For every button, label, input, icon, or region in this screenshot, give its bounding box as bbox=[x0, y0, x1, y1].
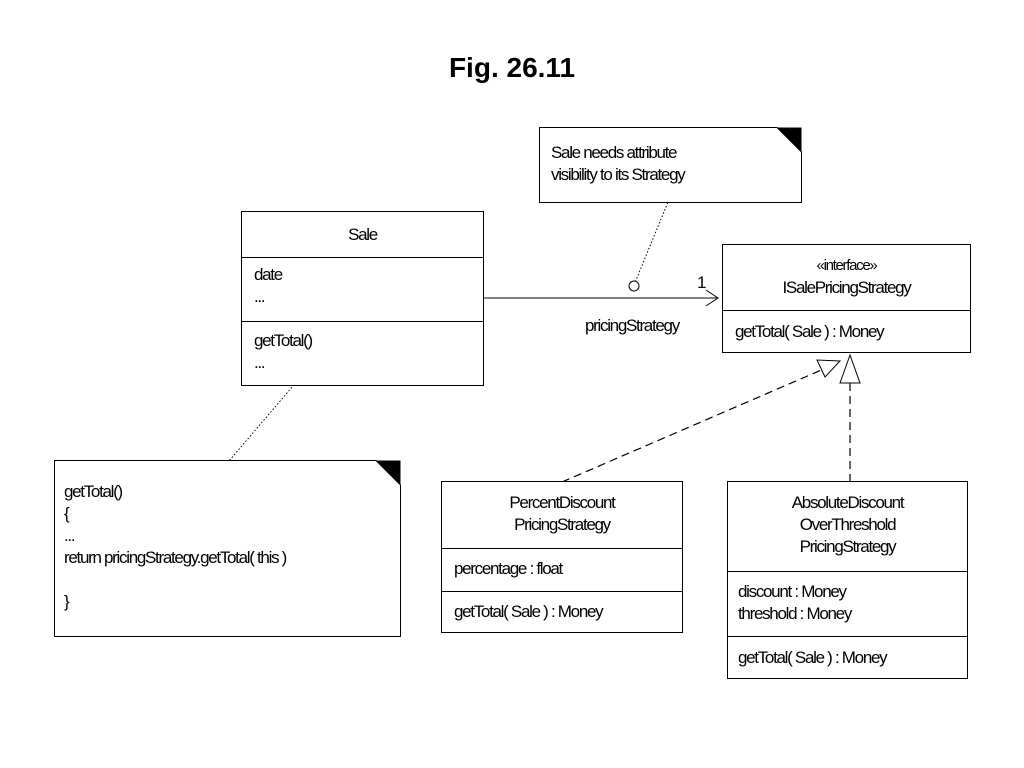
code-line: { bbox=[64, 504, 70, 523]
class-sale-operations: getTotal() ... bbox=[242, 321, 483, 374]
class-sale-attributes: date ... bbox=[242, 257, 483, 321]
class-percent-attributes: percentage : float bbox=[442, 548, 682, 591]
attribute: discount : Money bbox=[738, 582, 847, 601]
note-bottom-outline bbox=[54, 460, 401, 637]
note-top-line: Sale needs attribute bbox=[551, 143, 678, 162]
realization-arrowhead-absolute bbox=[839, 353, 861, 384]
note-top-anchor-circle bbox=[628, 280, 640, 292]
class-absolute-attributes: discount : Money threshold : Money bbox=[728, 571, 967, 636]
class-name-line: OverThreshold bbox=[799, 515, 897, 534]
attribute: threshold : Money bbox=[738, 604, 852, 623]
note-strategy-visibility: Sale needs attribute visibility to its S… bbox=[539, 127, 802, 203]
association-multiplicity: 1 bbox=[697, 273, 706, 292]
interface-header: «interface» ISalePricingStrategy bbox=[723, 245, 970, 310]
class-name-line: PricingStrategy bbox=[514, 515, 611, 534]
figure-title: Fig. 26.11 bbox=[448, 52, 576, 83]
class-name-line: AbsoluteDiscount bbox=[791, 493, 905, 512]
association-role: pricingStrategy bbox=[585, 316, 680, 335]
class-sale: Sale date ... getTotal() ... bbox=[241, 211, 484, 386]
attribute: ... bbox=[254, 287, 266, 306]
class-percent-operations: getTotal( Sale ) : Money bbox=[442, 591, 682, 623]
operation: getTotal( Sale ) : Money bbox=[738, 648, 888, 667]
realization-arrowhead-percent bbox=[816, 359, 842, 378]
operation: ... bbox=[254, 353, 266, 372]
note-top-anchor-line bbox=[633, 201, 669, 286]
class-absolute-operations: getTotal( Sale ) : Money bbox=[728, 636, 967, 669]
attribute: percentage : float bbox=[454, 559, 563, 578]
operation: getTotal( Sale ) : Money bbox=[454, 602, 604, 621]
class-absolutediscountoverthresholdpricingstrategy: AbsoluteDiscount OverThreshold PricingSt… bbox=[727, 481, 968, 679]
note-gettotal-code: getTotal() { ... return pricingStrategy.… bbox=[54, 460, 401, 637]
interface-operations: getTotal( Sale ) : Money bbox=[723, 310, 970, 343]
code-line: ... bbox=[64, 526, 76, 545]
note-top-outline bbox=[539, 127, 802, 203]
code-line: getTotal() bbox=[64, 482, 123, 501]
realization-line-percent bbox=[561, 367, 827, 483]
note-top-line: visibility to its Strategy bbox=[551, 165, 686, 184]
attribute: date bbox=[254, 265, 283, 284]
class-percentdiscountpricingstrategy: PercentDiscount PricingStrategy percenta… bbox=[441, 481, 683, 633]
class-name-line: PricingStrategy bbox=[799, 537, 897, 556]
code-line: return pricingStrategy.getTotal( this ) bbox=[64, 548, 287, 567]
interface-name: ISalePricingStrategy bbox=[782, 278, 911, 297]
class-name-line: PercentDiscount bbox=[509, 493, 616, 512]
class-sale-name: Sale bbox=[348, 225, 378, 244]
code-line: } bbox=[64, 592, 70, 611]
association-arrowhead bbox=[705, 289, 719, 307]
operation: getTotal() bbox=[254, 331, 313, 350]
class-absolute-name: AbsoluteDiscount OverThreshold PricingSt… bbox=[728, 482, 967, 571]
interface-stereotype: «interface» bbox=[816, 257, 878, 274]
code-line bbox=[64, 569, 286, 591]
class-percent-name: PercentDiscount PricingStrategy bbox=[442, 482, 682, 548]
class-isalepricingstrategy: «interface» ISalePricingStrategy getTota… bbox=[722, 244, 971, 353]
operation: getTotal( Sale ) : Money bbox=[735, 322, 885, 341]
